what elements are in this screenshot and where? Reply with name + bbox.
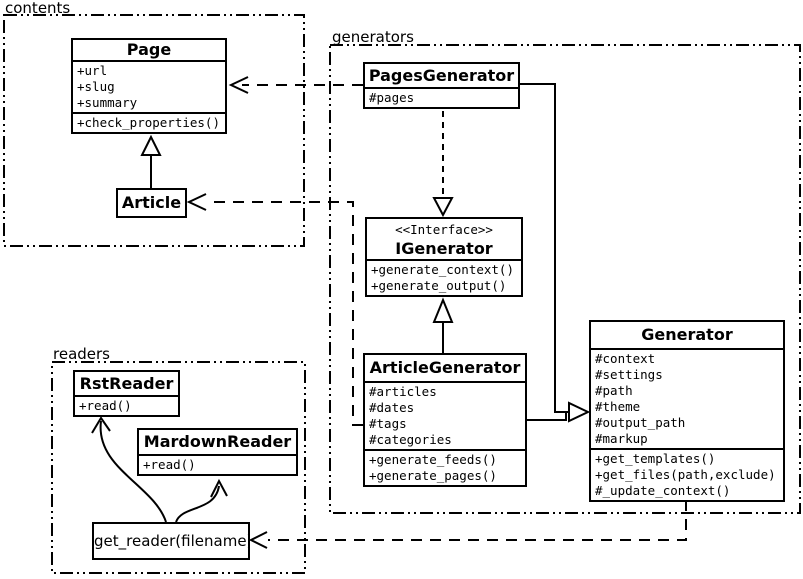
class-page-attributes: +url +slug +summary: [73, 60, 225, 112]
class-generator-name: Generator: [641, 325, 733, 344]
function-get-reader-label: get_reader(filename): [94, 532, 248, 550]
class-generator-attributes: #context #settings #path #theme #output_…: [591, 348, 783, 448]
package-readers-border: [51, 361, 306, 574]
package-generators-border: [329, 44, 801, 514]
package-readers-label: readers: [53, 345, 110, 363]
class-articlegenerator: ArticleGenerator #articles #dates #tags …: [363, 353, 527, 487]
arrowhead-rstreader: [91, 416, 111, 434]
generalization-arrowhead-igenerator: [432, 297, 454, 323]
class-article-name: Article: [121, 193, 182, 212]
class-page-methods: +check_properties(): [73, 112, 225, 132]
edge-generator-to-getreader: [268, 500, 687, 541]
method: +generate_feeds(): [369, 452, 497, 467]
class-pagesgenerator: PagesGenerator #pages: [363, 62, 520, 109]
attribute: #theme: [595, 399, 641, 414]
class-rstreader: RstReader +read(): [73, 370, 180, 417]
generalization-arrowhead-page: [140, 134, 162, 156]
class-pagesgenerator-name: PagesGenerator: [368, 66, 515, 85]
class-article: Article: [116, 188, 187, 218]
class-igenerator-stereotype: <<Interface>>: [395, 222, 493, 237]
method: #_update_context(): [595, 483, 731, 498]
class-page-name: Page: [126, 40, 172, 59]
class-igenerator-name: IGenerator: [395, 239, 493, 258]
method: +generate_context(): [371, 262, 514, 277]
dependency-arrowhead-page: [228, 76, 249, 94]
attribute: #context: [595, 351, 656, 366]
class-mardownreader: MardownReader +read(): [137, 428, 298, 476]
class-rstreader-name: RstReader: [79, 374, 174, 393]
class-page: Page +url +slug +summary +check_properti…: [71, 38, 227, 134]
attribute: +url: [77, 63, 108, 78]
dependency-arrowhead-getreader: [248, 531, 268, 549]
class-mardownreader-name: MardownReader: [143, 432, 292, 451]
method: +generate_pages(): [369, 468, 497, 483]
class-articlegenerator-attributes: #articles #dates #tags #categories: [365, 381, 525, 449]
attribute: #markup: [595, 431, 648, 446]
method: +check_properties(): [77, 115, 220, 130]
attribute: #settings: [595, 367, 663, 382]
method: +get_files(path,exclude): [595, 467, 776, 482]
package-contents-border: [3, 14, 305, 247]
generalization-arrowhead-generator: [568, 401, 591, 423]
attribute: #output_path: [595, 415, 686, 430]
method: +read(): [143, 457, 196, 472]
edge-getreader-to-mardownreader: [175, 485, 220, 523]
attribute: #pages: [369, 90, 415, 105]
method: +read(): [79, 398, 132, 413]
attribute: #path: [595, 383, 633, 398]
class-igenerator-header: <<Interface>> IGenerator: [367, 219, 521, 259]
method: +generate_output(): [371, 278, 507, 293]
class-igenerator: <<Interface>> IGenerator +generate_conte…: [365, 217, 523, 297]
package-generators-label: generators: [332, 28, 414, 46]
realization-arrowhead-igenerator: [432, 197, 454, 218]
attribute: +slug: [77, 79, 115, 94]
dependency-arrowhead-article: [186, 193, 207, 211]
attribute: #articles: [369, 384, 437, 399]
class-mardownreader-methods: +read(): [139, 454, 296, 474]
class-igenerator-methods: +generate_context() +generate_output(): [367, 259, 521, 295]
attribute: +summary: [77, 95, 138, 110]
edge-getreader-to-rstreader: [99, 420, 167, 523]
method: +get_templates(): [595, 451, 716, 466]
edge-pagesgenerator-to-generator: [520, 83, 570, 413]
class-pagesgenerator-attributes: #pages: [365, 87, 518, 107]
function-get-reader: get_reader(filename): [92, 522, 250, 560]
attribute: #tags: [369, 416, 407, 431]
class-generator-methods: +get_templates() +get_files(path,exclude…: [591, 448, 783, 500]
package-contents-label: contents: [5, 0, 71, 17]
edge-articlegenerator-to-generator: [527, 412, 567, 421]
attribute: #dates: [369, 400, 415, 415]
arrowhead-mardownreader: [210, 478, 228, 498]
class-articlegenerator-methods: +generate_feeds() +generate_pages(): [365, 449, 525, 485]
class-generator: Generator #context #settings #path #them…: [589, 320, 785, 502]
attribute: #categories: [369, 432, 452, 447]
edge-articlegenerator-to-article: [208, 201, 363, 426]
class-rstreader-methods: +read(): [75, 395, 178, 415]
class-articlegenerator-name: ArticleGenerator: [369, 358, 521, 377]
